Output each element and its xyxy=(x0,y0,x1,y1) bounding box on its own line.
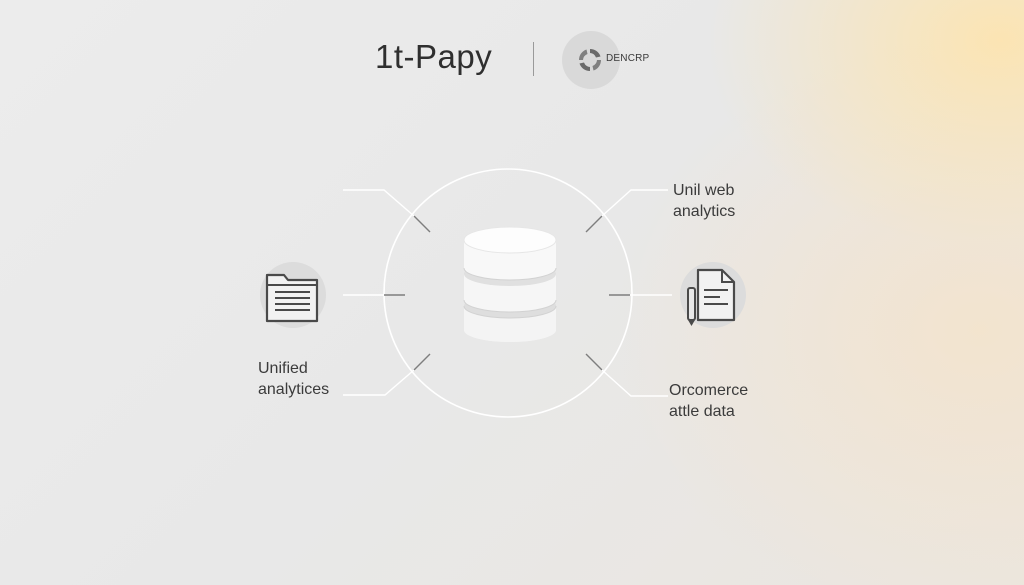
logo-text: DENCRP xyxy=(606,53,650,64)
label-web-analytics: Unil web analytics xyxy=(673,180,735,222)
page-title: 1t-Papy xyxy=(375,38,493,75)
tick-top-left xyxy=(413,215,431,233)
tick-top-right xyxy=(585,215,603,233)
connector-bottom-right xyxy=(601,369,668,397)
database-icon xyxy=(463,226,557,342)
tick-bottom-right xyxy=(585,353,603,371)
label-line-1: Unified xyxy=(258,360,308,377)
header: 1t-Papy DENCRP xyxy=(0,0,1024,120)
label-line-1: Orcomerce xyxy=(669,382,749,399)
logo-badge xyxy=(562,31,620,89)
connector-bottom-left xyxy=(343,369,415,396)
label-line-1: Unil web xyxy=(673,182,735,199)
label-commerce-data: Orcomerce attle data xyxy=(669,380,748,422)
label-unified-analytics: Unified analytices xyxy=(258,358,329,400)
label-line-2: analytics xyxy=(673,203,736,220)
connector-top-left xyxy=(343,189,415,217)
folder-document-icon xyxy=(260,262,326,328)
label-line-2: analytices xyxy=(258,381,330,398)
hub-circle xyxy=(383,168,633,418)
connector-top-right xyxy=(601,189,668,217)
header-divider xyxy=(533,42,534,76)
label-line-2: attle data xyxy=(669,403,735,420)
circular-arrows-logo-icon xyxy=(578,48,602,72)
tick-bottom-left xyxy=(413,353,431,371)
document-pen-icon xyxy=(680,262,746,328)
